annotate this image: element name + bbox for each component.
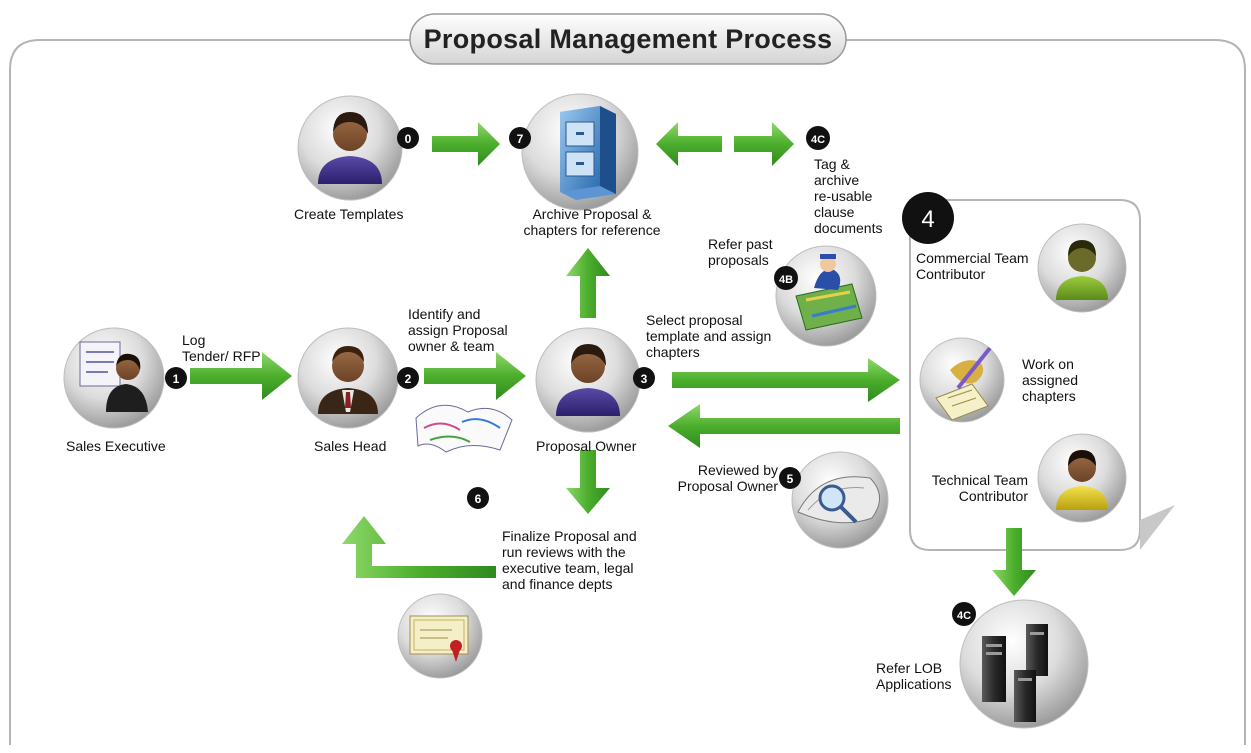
businessman-icon bbox=[318, 346, 378, 414]
commercial-team-node bbox=[1037, 223, 1127, 313]
papers-sketch-icon bbox=[415, 404, 513, 453]
badge-4c-tag: 4C bbox=[806, 126, 830, 150]
log-tender-label: Log Tender/ RFP bbox=[182, 332, 261, 364]
finalize-label: Finalize Proposal and run reviews with t… bbox=[502, 528, 637, 592]
person-icon bbox=[1056, 240, 1108, 300]
refer-past-node bbox=[775, 245, 877, 347]
svg-text:2: 2 bbox=[405, 372, 412, 386]
arrow-owner-to-team bbox=[672, 358, 900, 402]
badge-3: 3 bbox=[633, 367, 655, 389]
pen-writing-icon bbox=[935, 346, 992, 421]
badge-0: 0 bbox=[397, 127, 419, 149]
svg-text:3: 3 bbox=[641, 372, 648, 386]
sales-head-node bbox=[297, 327, 399, 429]
badge-7: 7 bbox=[509, 127, 531, 149]
lob-node bbox=[959, 599, 1089, 729]
person-icon bbox=[556, 344, 620, 416]
server-icon bbox=[982, 624, 1048, 722]
arrow-head-to-owner bbox=[424, 352, 526, 400]
reviewed-label: Reviewed by Proposal Owner bbox=[677, 462, 778, 494]
sales-executive-label: Sales Executive bbox=[66, 438, 166, 454]
identify-owner-label: Identify and assign Proposal owner & tea… bbox=[408, 306, 508, 354]
person-icon bbox=[1056, 450, 1108, 510]
person-icon bbox=[318, 112, 382, 184]
archive-node bbox=[521, 93, 639, 211]
refer-past-label: Refer past proposals bbox=[708, 236, 773, 268]
work-chapters-node bbox=[919, 337, 1005, 423]
review-node bbox=[791, 451, 889, 549]
title-pill bbox=[409, 13, 847, 65]
arrow-owner-to-finalize bbox=[566, 450, 610, 514]
svg-text:1: 1 bbox=[173, 372, 180, 386]
arrow-finalize-to-head bbox=[342, 516, 496, 578]
person-at-board-icon bbox=[79, 341, 148, 412]
commercial-team-label: Commercial Team Contributor bbox=[916, 250, 1029, 282]
file-cabinet-icon bbox=[560, 106, 616, 200]
technical-team-node bbox=[1037, 433, 1127, 523]
create-templates-node bbox=[297, 95, 403, 201]
arrow-archive-to-tag bbox=[734, 122, 794, 166]
proposal-owner-node bbox=[535, 327, 641, 433]
archive-label: Archive Proposal & chapters for referenc… bbox=[523, 206, 661, 238]
svg-text:5: 5 bbox=[787, 472, 794, 486]
team-panel-shadow bbox=[1140, 505, 1175, 550]
arrow-templates-to-archive bbox=[432, 122, 500, 166]
certificate-node bbox=[397, 593, 483, 679]
arrow-owner-to-archive bbox=[566, 248, 610, 318]
svg-text:4: 4 bbox=[921, 206, 934, 233]
sales-executive-node bbox=[63, 327, 165, 429]
arrow-team-to-lob bbox=[992, 528, 1036, 596]
badge-5: 5 bbox=[779, 467, 801, 489]
technical-team-label: Technical Team Contributor bbox=[931, 472, 1028, 504]
arrow-team-to-owner bbox=[668, 404, 900, 448]
magnifier-blueprint-icon bbox=[797, 476, 880, 524]
svg-text:0: 0 bbox=[405, 132, 412, 146]
select-template-label: Select proposal template and assign chap… bbox=[646, 312, 772, 360]
proposal-owner-label: Proposal Owner bbox=[536, 438, 637, 454]
svg-text:4C: 4C bbox=[957, 610, 971, 622]
certificate-icon bbox=[409, 615, 469, 662]
work-chapters-label: Work on assigned chapters bbox=[1022, 356, 1079, 404]
badge-4: 4 bbox=[902, 192, 954, 244]
badge-4b: 4B bbox=[774, 266, 798, 290]
sales-head-label: Sales Head bbox=[314, 438, 387, 454]
svg-text:4B: 4B bbox=[779, 274, 793, 286]
page-title: Proposal Management Process bbox=[423, 24, 833, 54]
svg-text:6: 6 bbox=[475, 492, 482, 506]
arrow-executive-to-head bbox=[190, 352, 292, 400]
badge-4c-lob: 4C bbox=[952, 602, 976, 626]
badge-6: 6 bbox=[467, 487, 489, 509]
outer-frame bbox=[9, 39, 1246, 745]
svg-text:4C: 4C bbox=[811, 134, 825, 146]
lob-label: Refer LOB Applications bbox=[876, 660, 952, 692]
badge-2: 2 bbox=[397, 367, 419, 389]
tag-archive-label: Tag & archive re-usable clause documents bbox=[814, 156, 883, 236]
arrow-tag-to-archive bbox=[656, 122, 722, 166]
map-reader-icon bbox=[795, 254, 863, 331]
badge-1: 1 bbox=[165, 367, 187, 389]
svg-text:7: 7 bbox=[517, 132, 524, 146]
create-templates-label: Create Templates bbox=[294, 206, 404, 222]
